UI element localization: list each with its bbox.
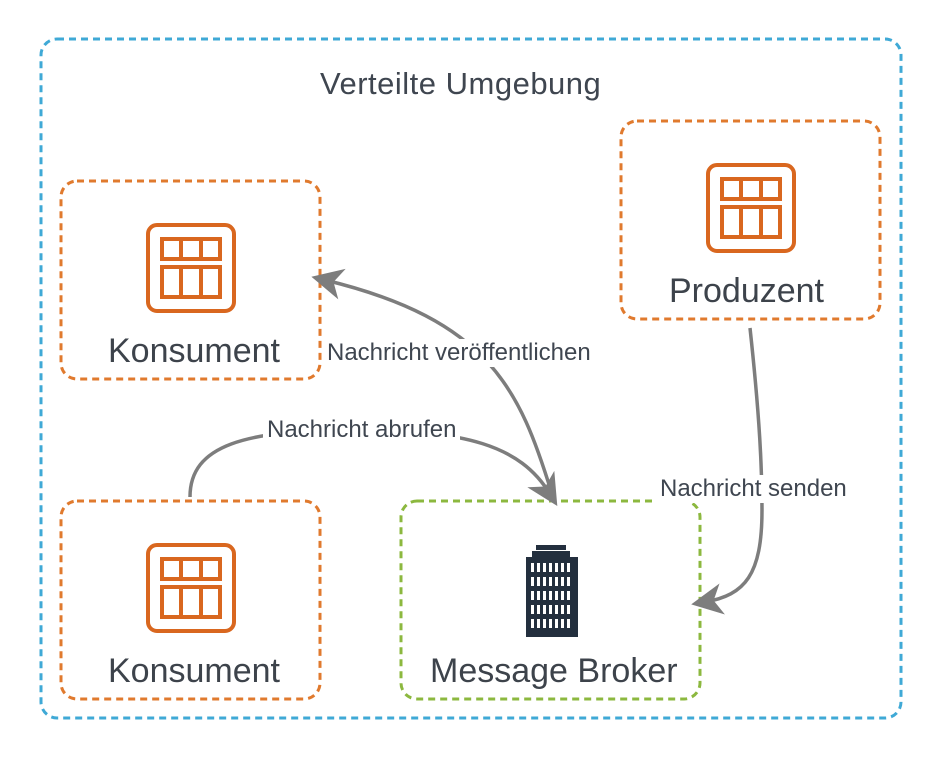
consumer-top-label: Konsument	[108, 332, 280, 370]
environment-boundary	[39, 37, 903, 720]
edge-label-publish: Nachricht veröffentlichen	[323, 339, 595, 367]
service-grid-icon	[706, 163, 796, 253]
building-icon	[526, 545, 578, 637]
environment-title: Verteilte Umgebung	[320, 66, 602, 101]
producer-box[interactable]	[619, 119, 882, 321]
edge-label-fetch: Nachricht abrufen	[263, 416, 461, 444]
consumer-bottom-box[interactable]	[59, 499, 322, 701]
producer-label: Produzent	[669, 272, 824, 310]
arrow-send	[691, 327, 764, 615]
service-grid-icon	[146, 543, 236, 633]
service-grid-icon	[146, 223, 236, 313]
message-broker-label: Message Broker	[430, 652, 678, 690]
edge-label-send: Nachricht senden	[656, 475, 851, 503]
consumer-bottom-label: Konsument	[108, 652, 280, 690]
consumer-top-box[interactable]	[59, 179, 322, 381]
